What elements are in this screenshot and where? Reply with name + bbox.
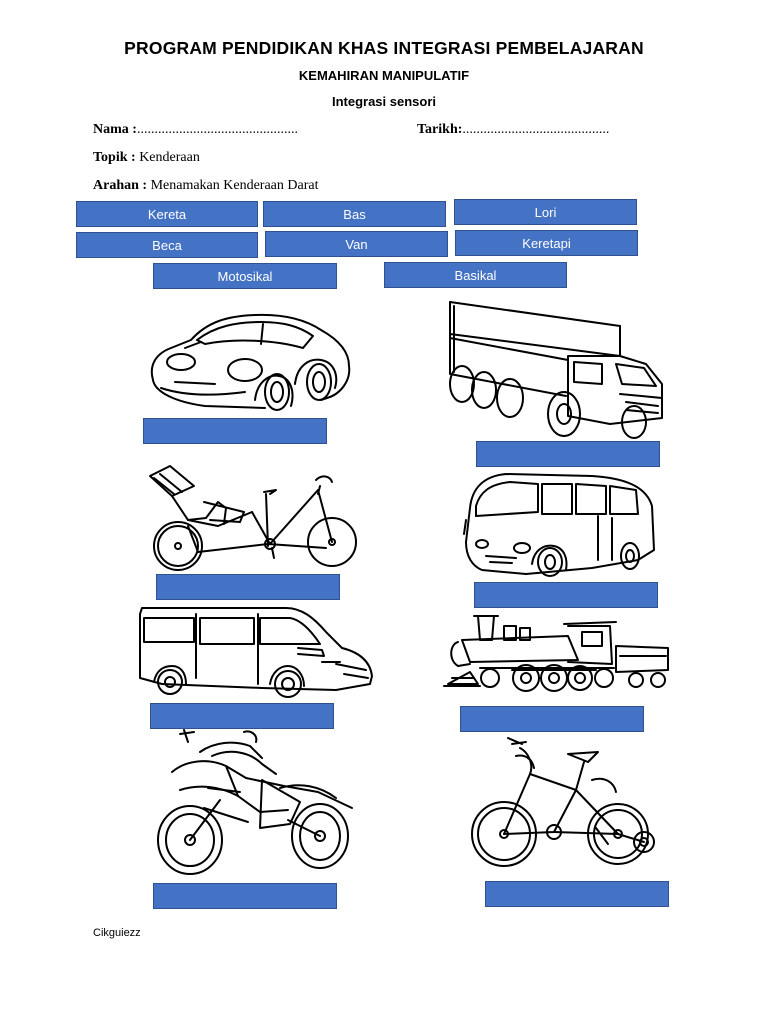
answer-box-1[interactable] xyxy=(143,418,327,444)
car-icon xyxy=(150,313,351,411)
car-picture xyxy=(145,308,355,414)
instruction-line: Arahan : Menamakan Kenderaan Darat xyxy=(93,178,318,194)
instruction-value: Menamakan Kenderaan Darat xyxy=(150,178,319,193)
topic-label: Topik : xyxy=(93,150,136,165)
topic-value: Kenderaan xyxy=(139,150,200,165)
word-box-basikal[interactable]: Basikal xyxy=(384,262,567,288)
worksheet-subtitle: KEMAHIRAN MANIPULATIF xyxy=(298,68,470,83)
name-line: Nama :..................................… xyxy=(93,122,298,138)
topic-line: Topik : Kenderaan xyxy=(93,150,200,166)
lorry-icon xyxy=(449,301,663,439)
train-picture xyxy=(440,612,672,698)
word-box-keretapi[interactable]: Keretapi xyxy=(455,230,638,256)
bus-picture xyxy=(462,470,660,580)
van-icon xyxy=(139,607,373,698)
trishaw-icon xyxy=(149,465,357,571)
answer-box-8[interactable] xyxy=(485,881,669,907)
word-box-van[interactable]: Van xyxy=(265,231,448,257)
word-box-kereta[interactable]: Kereta xyxy=(76,201,258,227)
answer-box-5[interactable] xyxy=(150,703,334,729)
lorry-picture xyxy=(440,298,666,440)
date-label: Tarikh: xyxy=(417,122,463,137)
name-blank[interactable]: ........................................… xyxy=(136,122,298,137)
bicycle-icon xyxy=(471,737,655,867)
answer-box-7[interactable] xyxy=(153,883,337,909)
worksheet-title: PROGRAM PENDIDIKAN KHAS INTEGRASI PEMBEL… xyxy=(124,38,644,58)
answer-box-6[interactable] xyxy=(460,706,644,732)
train-icon xyxy=(443,615,669,692)
motorcycle-picture xyxy=(150,728,360,880)
answer-box-3[interactable] xyxy=(156,574,340,600)
motorcycle-icon xyxy=(157,729,353,875)
worksheet-subtitle-2: Integrasi sensori xyxy=(331,94,437,109)
bus-icon xyxy=(463,473,655,577)
word-box-lori[interactable]: Lori xyxy=(454,199,637,225)
instruction-label: Arahan : xyxy=(93,178,148,193)
date-line: Tarikh:.................................… xyxy=(417,122,609,138)
word-box-motosikal[interactable]: Motosikal xyxy=(153,263,337,289)
word-box-bas[interactable]: Bas xyxy=(263,201,446,227)
answer-box-4[interactable] xyxy=(474,582,658,608)
trishaw-picture xyxy=(148,462,366,574)
word-box-beca[interactable]: Beca xyxy=(76,232,258,258)
bicycle-picture xyxy=(468,734,662,876)
name-label: Nama : xyxy=(93,122,137,137)
author-credit: Cikguiezz xyxy=(93,927,141,939)
answer-box-2[interactable] xyxy=(476,441,660,467)
van-picture xyxy=(136,604,376,700)
date-blank[interactable]: ........................................… xyxy=(462,122,610,137)
